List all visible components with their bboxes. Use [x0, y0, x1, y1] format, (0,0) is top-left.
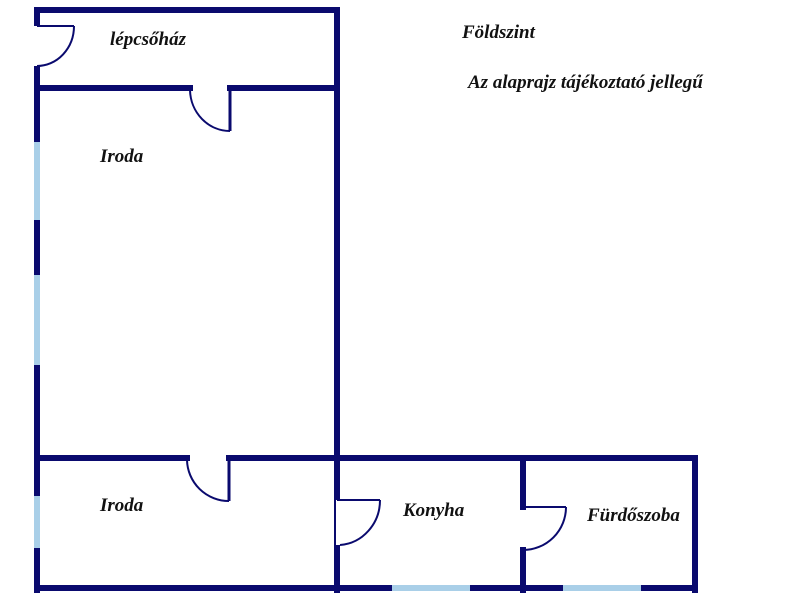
windows	[34, 142, 641, 591]
wall-staircase-outline	[34, 7, 340, 593]
level-label: Földszint	[461, 22, 536, 43]
door-upper-office	[189, 88, 232, 132]
door-kitchen	[337, 499, 382, 546]
labels: lépcsőház Iroda Iroda Konyha Fürdőszoba …	[99, 22, 704, 526]
door-staircase-entry	[36, 25, 75, 67]
room-label-office-lower: Iroda	[99, 495, 144, 516]
walls	[34, 7, 698, 593]
room-label-staircase: lépcsőház	[110, 29, 187, 50]
door-bathroom	[522, 506, 567, 551]
door-lower-office	[186, 458, 231, 502]
room-label-office-upper: Iroda	[99, 146, 144, 167]
disclaimer-note: Az alaprajz tájékoztató jellegű	[467, 72, 704, 93]
room-label-bathroom: Fürdőszoba	[586, 505, 680, 526]
doors	[36, 25, 567, 551]
wall-openings	[33, 26, 344, 545]
room-label-kitchen: Konyha	[402, 500, 465, 521]
